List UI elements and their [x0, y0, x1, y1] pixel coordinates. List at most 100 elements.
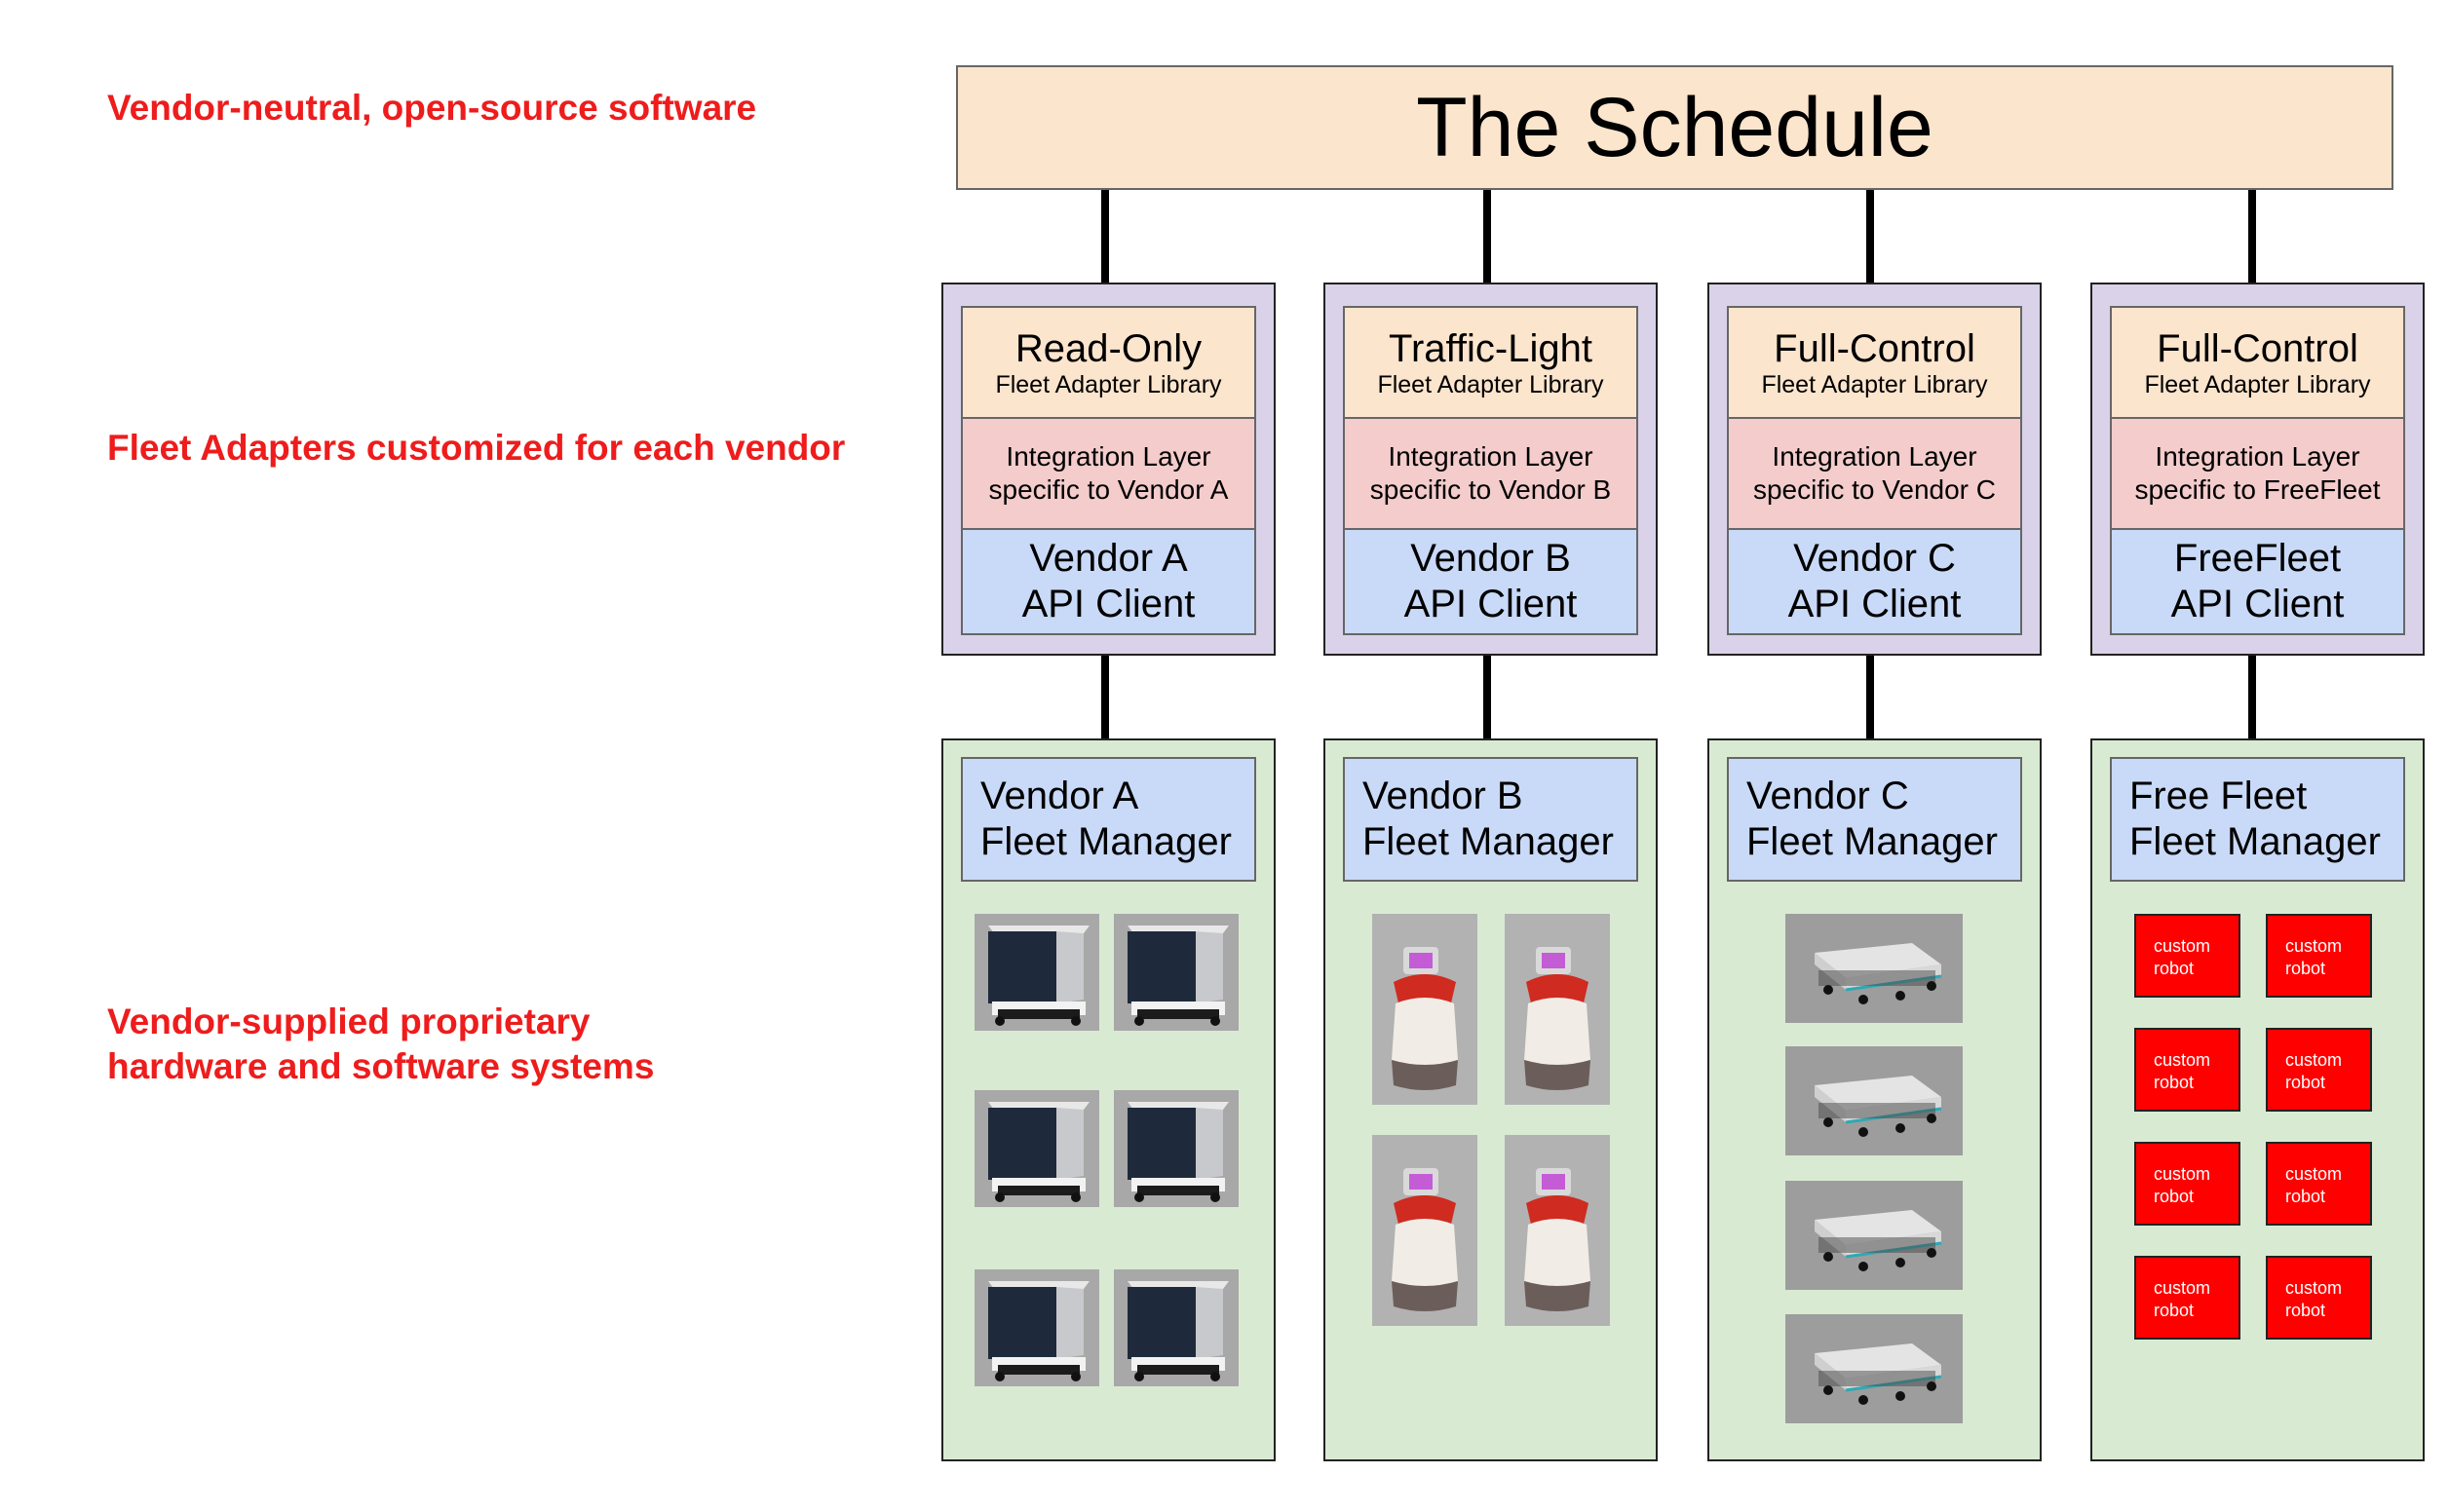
robot-image: [1785, 914, 1963, 1023]
robot-image: [1114, 914, 1239, 1031]
fleet-manager-vendor: Vendor A: [980, 775, 1139, 817]
custom-robot-label-1: custom: [2285, 936, 2343, 956]
api-client-vendor: Vendor C: [1793, 537, 1956, 580]
robot-image: [975, 914, 1099, 1031]
adapter-mode-label: Full-Control: [1774, 327, 1975, 370]
api-client: FreeFleet API Client: [2110, 528, 2405, 635]
robot-image: [1114, 1269, 1239, 1386]
custom-robot-box: custom robot: [2266, 1256, 2372, 1340]
connector-line: [1483, 190, 1491, 284]
fleet-manager-vendor: Vendor B: [1362, 775, 1523, 817]
integration-layer-label: Integration Layer: [2155, 441, 2360, 472]
adapter-library-label: Fleet Adapter Library: [1377, 371, 1604, 398]
fleet-manager-label: Fleet Manager: [2129, 820, 2381, 863]
side-label-vendor-systems: Vendor-supplied proprietary hardware and…: [107, 1002, 655, 1086]
integration-layer-label: Integration Layer: [1388, 441, 1593, 472]
fleet-manager: Vendor C Fleet Manager: [1727, 757, 2022, 882]
mobile-platform-icon: [1785, 1314, 1963, 1423]
api-client-label: API Client: [2170, 583, 2345, 625]
fleet-manager: Vendor B Fleet Manager: [1343, 757, 1638, 882]
api-client: Vendor A API Client: [961, 528, 1256, 635]
cart-robot-icon: [1114, 1090, 1239, 1207]
schedule-box: The Schedule: [956, 65, 2393, 190]
cart-robot-icon: [1114, 1269, 1239, 1386]
fleet-manager-label: Fleet Manager: [1746, 820, 1998, 863]
api-client-vendor: FreeFleet: [2173, 537, 2342, 580]
api-client-label: API Client: [1403, 583, 1578, 625]
integration-layer-label: Integration Layer: [1006, 441, 1211, 472]
connector-line: [1483, 631, 1491, 756]
robot-image: [1372, 914, 1477, 1105]
cart-robot-icon: [975, 1090, 1099, 1207]
fleet-manager-vendor: Vendor C: [1746, 775, 1909, 817]
schedule-title: The Schedule: [1416, 80, 1933, 174]
adapter-library-label: Fleet Adapter Library: [995, 371, 1222, 398]
fleet-adapter-container: Full-Control Fleet Adapter Library Integ…: [2090, 283, 2425, 656]
adapter-library-label: Fleet Adapter Library: [2144, 371, 2371, 398]
custom-robot-label-1: custom: [2285, 1050, 2343, 1070]
custom-robot-label-1: custom: [2154, 1164, 2211, 1184]
mobile-platform-icon: [1785, 914, 1963, 1023]
fleet-adapter-container: Traffic-Light Fleet Adapter Library Inte…: [1323, 283, 1658, 656]
custom-robot-box: custom robot: [2266, 914, 2372, 998]
custom-robot-box: custom robot: [2134, 1142, 2240, 1226]
fleet-manager: Free Fleet Fleet Manager: [2110, 757, 2405, 882]
cart-robot-icon: [1114, 914, 1239, 1031]
integration-layer-vendor: specific to Vendor B: [1369, 474, 1612, 505]
integration-layer-vendor: specific to FreeFleet: [2134, 474, 2381, 505]
custom-robot-label-2: robot: [2285, 1301, 2326, 1320]
custom-robot-box: custom robot: [2134, 914, 2240, 998]
integration-layer: Integration Layer specific to Vendor B: [1343, 417, 1638, 530]
service-robot-icon: [1372, 1135, 1477, 1326]
robot-image: [1785, 1181, 1963, 1290]
robot-image: [1505, 1135, 1610, 1326]
adapter-library-label: Fleet Adapter Library: [1761, 371, 1988, 398]
connector-line: [1866, 631, 1874, 756]
side-label-fleet-adapters: Fleet Adapters customized for each vendo…: [107, 428, 846, 468]
adapter-mode-label: Read-Only: [1014, 327, 1203, 370]
mobile-platform-icon: [1785, 1046, 1963, 1155]
robot-image: [1114, 1090, 1239, 1207]
robot-image: [975, 1269, 1099, 1386]
custom-robot-label-2: robot: [2154, 1073, 2195, 1092]
fleet-adapter-library: Full-Control Fleet Adapter Library: [2110, 306, 2405, 419]
fleet-adapter-container: Full-Control Fleet Adapter Library Integ…: [1707, 283, 2042, 656]
custom-robot-label-2: robot: [2154, 1301, 2195, 1320]
custom-robot-box: custom robot: [2134, 1028, 2240, 1112]
custom-robot-label-2: robot: [2285, 1187, 2326, 1206]
integration-layer-label: Integration Layer: [1772, 441, 1977, 472]
connector-line: [1101, 190, 1109, 284]
api-client-vendor: Vendor B: [1410, 537, 1571, 580]
custom-robot-label-1: custom: [2154, 1050, 2211, 1070]
api-client-label: API Client: [1021, 583, 1196, 625]
cart-robot-icon: [975, 1269, 1099, 1386]
fleet-manager-label: Fleet Manager: [1362, 820, 1614, 863]
robot-image: [1372, 1135, 1477, 1326]
custom-robot-label-1: custom: [2154, 1278, 2211, 1298]
service-robot-icon: [1505, 914, 1610, 1105]
api-client-vendor: Vendor A: [1029, 537, 1188, 580]
adapter-mode-label: Traffic-Light: [1389, 327, 1592, 370]
integration-layer: Integration Layer specific to FreeFleet: [2110, 417, 2405, 530]
connector-line: [1101, 631, 1109, 756]
api-client: Vendor C API Client: [1727, 528, 2022, 635]
side-label-open-source: Vendor-neutral, open-source software: [107, 88, 757, 128]
adapter-mode-label: Full-Control: [2157, 327, 2358, 370]
custom-robot-label-2: robot: [2285, 1073, 2326, 1092]
custom-robot-label-2: robot: [2154, 959, 2195, 978]
custom-robot-box: custom robot: [2266, 1142, 2372, 1226]
service-robot-icon: [1372, 914, 1477, 1105]
fleet-adapter-library: Read-Only Fleet Adapter Library: [961, 306, 1256, 419]
api-client: Vendor B API Client: [1343, 528, 1638, 635]
cart-robot-icon: [975, 914, 1099, 1031]
fleet-manager-label: Fleet Manager: [980, 820, 1232, 863]
fleet-manager: Vendor A Fleet Manager: [961, 757, 1256, 882]
robot-image: [1785, 1314, 1963, 1423]
integration-layer-vendor: specific to Vendor C: [1752, 474, 1997, 505]
integration-layer-vendor: specific to Vendor A: [988, 474, 1229, 505]
fleet-adapter-library: Full-Control Fleet Adapter Library: [1727, 306, 2022, 419]
fleet-manager-vendor: Free Fleet: [2129, 775, 2308, 817]
mobile-platform-icon: [1785, 1181, 1963, 1290]
api-client-label: API Client: [1787, 583, 1962, 625]
connector-line: [2248, 190, 2256, 284]
